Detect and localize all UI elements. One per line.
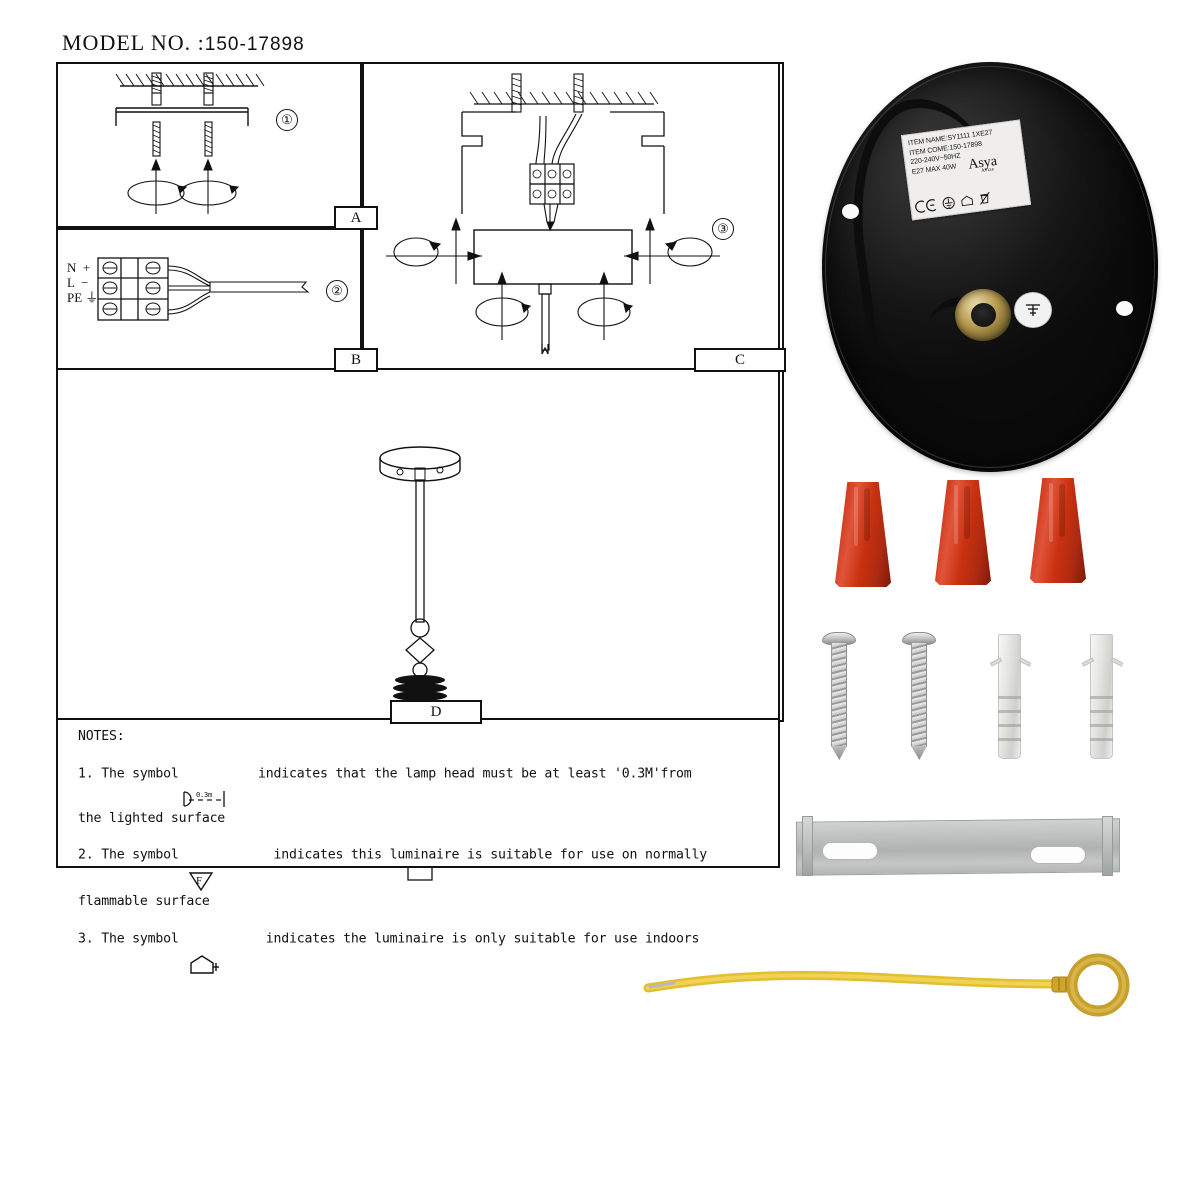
wire-connectors-group xyxy=(815,478,1105,590)
product-label-lines: ITEM NAME:SY1111 1XE27 ITEM COME:150-178… xyxy=(908,125,1022,177)
note-3-text: indicates the luminaire is only suitable… xyxy=(265,931,700,946)
terminal-label-l: L − xyxy=(67,275,89,290)
notes-content: NOTES: 1. The symbol 0.3m indicates that… xyxy=(78,727,768,976)
notes-heading: NOTES: xyxy=(78,729,125,744)
terminal-label-pe: PE ⏚ xyxy=(67,290,99,305)
note-1-text: indicates that the lamp head must be at … xyxy=(258,766,692,781)
model-number: 150-17898 xyxy=(204,34,305,55)
earth-symbol-sticker xyxy=(1014,292,1052,328)
step-marker-3: ③ xyxy=(712,218,734,240)
wall-plug-rib xyxy=(998,696,1021,699)
ceiling-rose-rim xyxy=(825,66,1155,468)
wall-plug-rib xyxy=(998,710,1021,713)
mounting-screw-1 xyxy=(822,632,856,760)
ce-mark-icon xyxy=(915,199,937,213)
svg-text:F: F xyxy=(196,875,202,887)
note-2-text: indicates this luminaire is suitable for… xyxy=(273,847,708,863)
wire-connector-3 xyxy=(1030,478,1086,583)
mounting-hole-left xyxy=(842,204,859,219)
step-marker-2: ② xyxy=(326,280,348,302)
panel-b: N +L −PE ⏚ ② B xyxy=(56,228,378,372)
step-marker-1: ① xyxy=(276,109,298,131)
svg-text:0.3m: 0.3m xyxy=(196,791,212,799)
panel-c-drawing xyxy=(386,73,720,355)
note-1-continuation: the lighted surface xyxy=(78,810,226,826)
mounting-hole-right xyxy=(1116,301,1133,316)
wire-connector-1 xyxy=(835,482,891,587)
note-3-prefix: 3. The symbol xyxy=(78,931,179,946)
panel-tag-a: A xyxy=(334,206,378,230)
weee-crossed-bin-icon xyxy=(980,191,990,205)
mounting-bracket-end-left xyxy=(802,816,813,876)
drawing-sheet: ① A xyxy=(56,62,786,881)
panel-d-drawing xyxy=(379,446,461,881)
wire-connector-2 xyxy=(935,480,991,585)
panel-a: ① A xyxy=(56,62,378,230)
note-2-prefix: 2. The symbol xyxy=(78,847,179,863)
ribbed-bead-1 xyxy=(393,675,447,709)
panel-b-drawing xyxy=(97,257,310,321)
earth-wire-drawing xyxy=(643,953,1130,1017)
terminal-label-n: N + xyxy=(67,260,91,275)
product-label: ITEM NAME:SY1111 1XE27 ITEM COME:150-178… xyxy=(900,119,1032,221)
panel-tag-d: D xyxy=(390,700,482,724)
wall-plug-rib xyxy=(998,724,1021,727)
distance-0.3m-icon: 0.3m xyxy=(180,748,257,809)
wall-plug-1 xyxy=(989,634,1032,759)
fasteners-group xyxy=(812,628,1128,768)
panel-c: ③ C xyxy=(362,62,786,372)
terminal-labels: N +L −PE ⏚ xyxy=(67,260,98,305)
mounting-screw-2 xyxy=(902,632,936,760)
note-2-continuation: flammable surface xyxy=(78,894,210,909)
earth-icon xyxy=(1026,304,1040,316)
note-item-3: 3. The symbol indicates the luminaire is… xyxy=(78,913,768,976)
note-item-2: 2. The symbol F indicates this luminaire… xyxy=(78,829,768,892)
screw-tip xyxy=(911,746,927,760)
screw-shaft xyxy=(831,643,847,747)
house-indoor-icon-small xyxy=(961,195,974,207)
panel-d: D xyxy=(56,368,784,881)
earth-wire xyxy=(640,952,1170,1032)
wall-plug-rib xyxy=(1090,738,1113,741)
label-symbols xyxy=(915,191,992,214)
model-title-prefix: MODEL NO. : xyxy=(62,30,205,55)
panel-a-drawing xyxy=(115,72,265,214)
panel-tag-c: C xyxy=(694,348,786,372)
cable-grommet-hole xyxy=(971,303,996,327)
mounting-bracket xyxy=(796,812,1120,882)
wall-plug-rib xyxy=(1090,696,1113,699)
note-item-1: 1. The symbol 0.3m indicates that the la… xyxy=(78,748,768,809)
wall-plug-2 xyxy=(1081,634,1124,759)
ceiling-rose-photo: ITEM NAME:SY1111 1XE27 ITEM COME:150-178… xyxy=(822,62,1162,482)
screw-tip xyxy=(831,746,847,760)
earth-class1-icon xyxy=(942,197,955,210)
notes-box: NOTES: 1. The symbol 0.3m indicates that… xyxy=(56,718,780,974)
f-triangle-icon: F xyxy=(187,829,264,892)
mounting-bracket-slot-right xyxy=(1030,846,1086,864)
wall-plug-rib xyxy=(1090,710,1113,713)
wall-plug-rib xyxy=(998,738,1021,741)
panel-tag-b: B xyxy=(334,348,378,372)
page-title: MODEL NO. :150-17898 xyxy=(62,30,305,56)
mounting-bracket-slot-left xyxy=(822,842,878,860)
screw-shaft xyxy=(911,643,927,747)
house-indoor-icon xyxy=(187,913,264,976)
wall-plug-rib xyxy=(1090,724,1113,727)
note-1-prefix: 1. The symbol xyxy=(78,766,179,781)
mounting-bracket-end-right xyxy=(1102,816,1113,876)
